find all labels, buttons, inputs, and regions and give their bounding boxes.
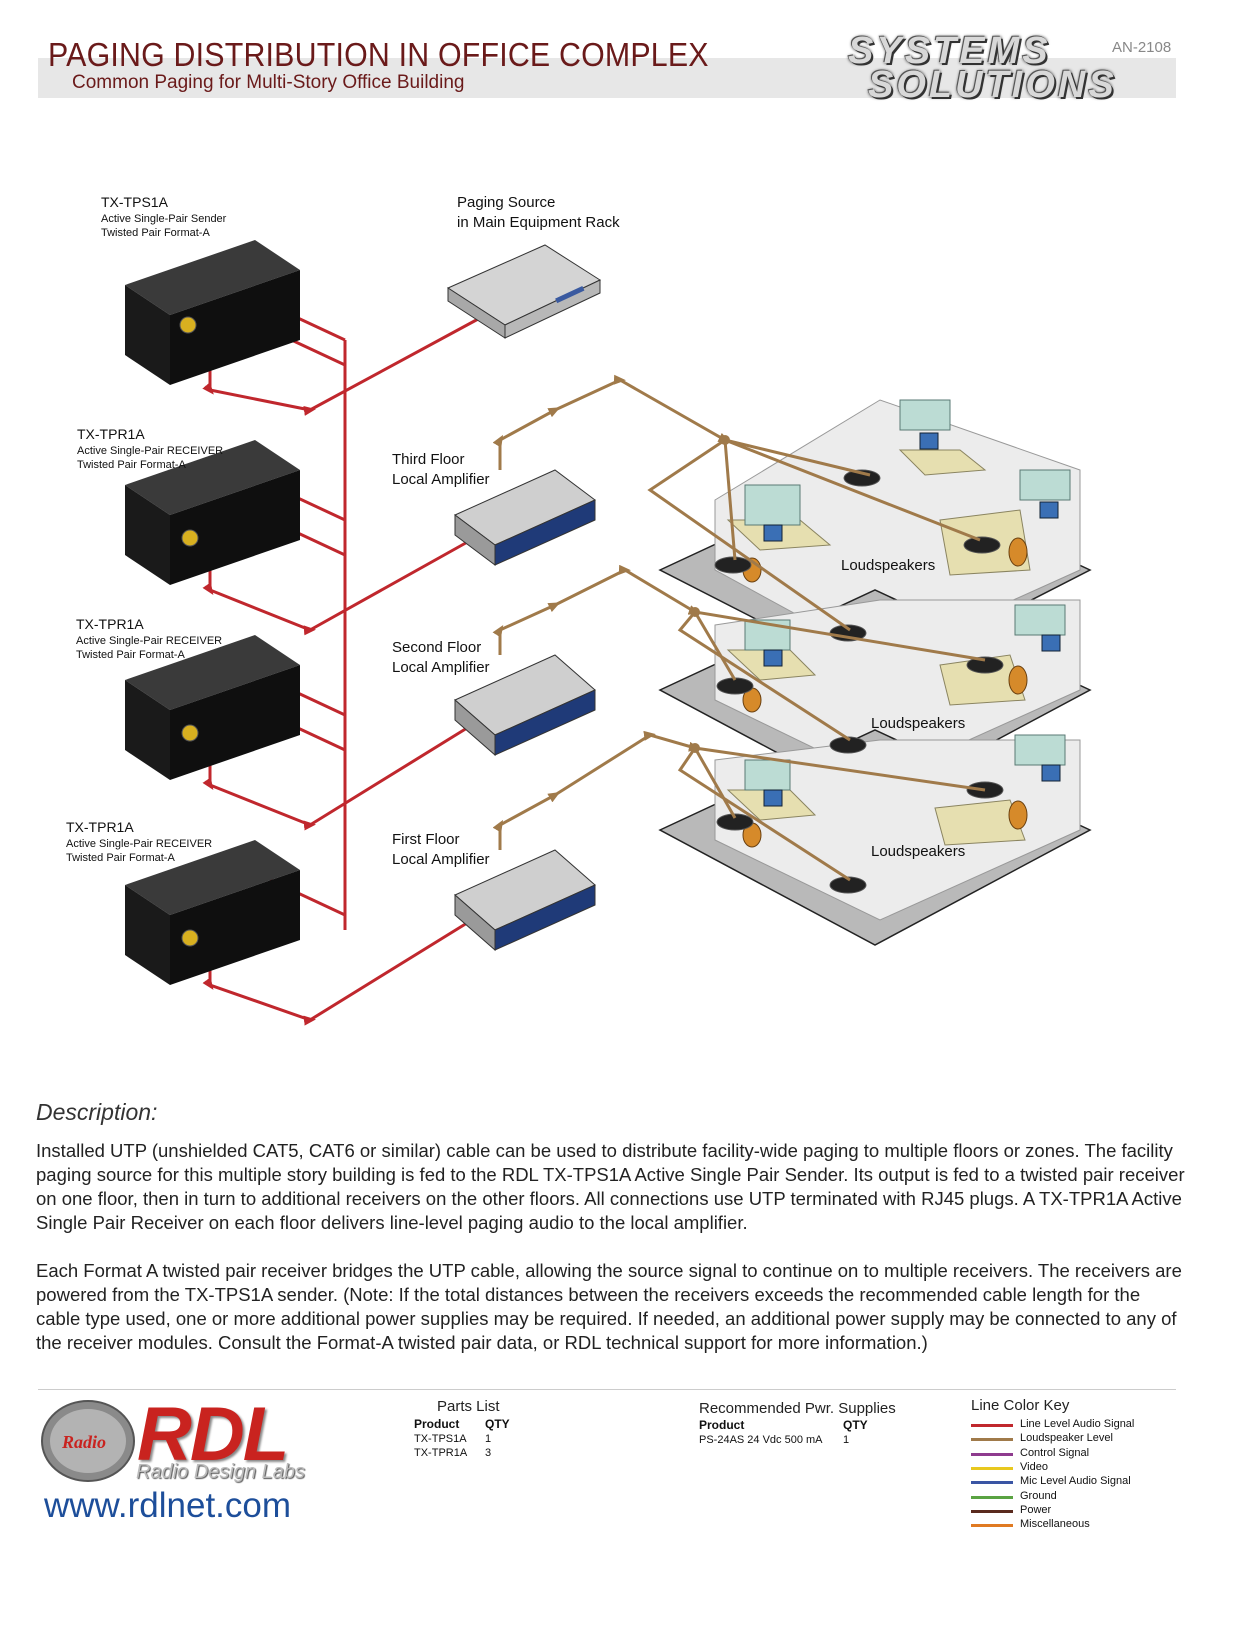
speaker-junctions bbox=[690, 435, 730, 753]
parts-row-qty: 1 bbox=[485, 1433, 492, 1445]
line-key-swatch bbox=[971, 1424, 1013, 1427]
receiver-name: TX-TPR1A bbox=[77, 426, 145, 442]
line-key-label: Control Signal bbox=[1020, 1446, 1090, 1459]
line-key-item: Line Level Audio Signal bbox=[971, 1418, 1171, 1432]
description-paragraph-2: Each Format A twisted pair receiver brid… bbox=[36, 1260, 1182, 1353]
line-key-label: Ground bbox=[1020, 1489, 1057, 1502]
receiver-line1: Active Single-Pair RECEIVER bbox=[66, 838, 213, 850]
line-key-label: Line Level Audio Signal bbox=[1020, 1418, 1135, 1430]
line-key-label: Video bbox=[1020, 1460, 1048, 1473]
power-col-product: Product bbox=[699, 1418, 745, 1432]
loudspeakers bbox=[714, 469, 1004, 894]
amp-label-first: First Floor Local Amplifier bbox=[392, 830, 490, 870]
page-subtitle: Common Paging for Multi-Story Office Bui… bbox=[72, 72, 465, 93]
power-supplies-title: Recommended Pwr. Supplies bbox=[699, 1400, 896, 1417]
amp-line1: Second Floor bbox=[392, 639, 482, 656]
monitors bbox=[763, 432, 1061, 807]
parts-row-product: TX-TPR1A bbox=[414, 1447, 468, 1459]
line-key-item: Loudspeaker Level bbox=[971, 1432, 1171, 1446]
line-key-swatch bbox=[971, 1452, 1013, 1456]
line-key-item: Video bbox=[971, 1461, 1171, 1475]
rdl-badge-text: Radio bbox=[61, 1432, 106, 1452]
power-col-qty: QTY bbox=[843, 1418, 868, 1432]
systems-solutions-logo: SYSTEMS SOLUTIONS bbox=[848, 30, 1117, 106]
loudspeakers-label-first: Loudspeakers bbox=[871, 843, 966, 860]
line-key-swatch bbox=[971, 1495, 1013, 1499]
rdl-badge-logo: Radio bbox=[41, 1400, 135, 1482]
line-key-label: Miscellaneous bbox=[1020, 1518, 1090, 1531]
amp-line2: Local Amplifier bbox=[392, 471, 490, 488]
amplifier-second-floor bbox=[454, 654, 596, 757]
receiver-module-1 bbox=[125, 440, 300, 585]
paging-source-unit bbox=[446, 244, 602, 339]
line-key-label: Mic Level Audio Signal bbox=[1020, 1475, 1131, 1488]
amp-line1: First Floor bbox=[392, 831, 460, 848]
line-key-item: Mic Level Audio Signal bbox=[971, 1475, 1171, 1489]
loudspeakers-label-third: Loudspeakers bbox=[841, 557, 936, 574]
receiver-module-3 bbox=[125, 840, 300, 985]
line-key-label: Loudspeaker Level bbox=[1020, 1432, 1113, 1445]
line-key-item: Control Signal bbox=[971, 1447, 1171, 1461]
source-line2: in Main Equipment Rack bbox=[457, 214, 620, 231]
amp-line2: Local Amplifier bbox=[392, 659, 490, 676]
line-color-key-title: Line Color Key bbox=[971, 1397, 1070, 1414]
line-key-item: Miscellaneous bbox=[971, 1518, 1171, 1532]
amp-line1: Third Floor bbox=[392, 451, 465, 468]
brand-line-1: SYSTEMS bbox=[848, 30, 1051, 72]
receiver-line2: Twisted Pair Format-A bbox=[76, 649, 185, 661]
line-key-swatch bbox=[971, 1438, 1013, 1442]
header-band bbox=[38, 58, 1176, 98]
speaker-wiring bbox=[492, 374, 986, 882]
brand-line-2: SOLUTIONS bbox=[868, 64, 1117, 106]
receiver-label-2: TX-TPR1A Active Single-Pair RECEIVER Twi… bbox=[76, 614, 222, 662]
parts-row-qty: 3 bbox=[485, 1447, 492, 1459]
receiver-module-2 bbox=[125, 635, 300, 780]
receiver-line1: Active Single-Pair RECEIVER bbox=[77, 445, 224, 457]
sender-label: TX-TPS1A Active Single-Pair Sender Twist… bbox=[101, 192, 226, 240]
sender-line2: Twisted Pair Format-A bbox=[101, 227, 210, 239]
parts-list-title: Parts List bbox=[437, 1398, 500, 1415]
system-diagram bbox=[125, 240, 1092, 1026]
parts-col-product: Product bbox=[414, 1417, 460, 1431]
page-title: PAGING DISTRIBUTION IN OFFICE COMPLEX bbox=[48, 36, 709, 73]
sender-module bbox=[125, 240, 300, 385]
paging-source-label: Paging Source in Main Equipment Rack bbox=[457, 193, 620, 233]
receiver-name: TX-TPR1A bbox=[76, 616, 144, 632]
line-key-item: Power bbox=[971, 1504, 1171, 1518]
doc-number: AN-2108 bbox=[1112, 39, 1172, 56]
rdl-logo-text: RDL bbox=[137, 1392, 289, 1477]
loudspeakers-label-second: Loudspeakers bbox=[871, 715, 966, 732]
parts-col-qty: QTY bbox=[485, 1417, 510, 1431]
receiver-line1: Active Single-Pair RECEIVER bbox=[76, 635, 223, 647]
sender-line1: Active Single-Pair Sender bbox=[101, 213, 227, 225]
line-key-label: Power bbox=[1020, 1503, 1052, 1516]
amp-line2: Local Amplifier bbox=[392, 851, 490, 868]
power-row-qty: 1 bbox=[843, 1434, 850, 1446]
receiver-line2: Twisted Pair Format-A bbox=[77, 459, 186, 471]
amplifier-third-floor bbox=[454, 469, 596, 566]
line-key-swatch bbox=[971, 1481, 1013, 1485]
website-link[interactable]: www.rdlnet.com bbox=[44, 1486, 292, 1525]
receiver-line2: Twisted Pair Format-A bbox=[66, 852, 175, 864]
rdl-logo-subtext: Radio Design Labs bbox=[136, 1461, 305, 1483]
line-key-swatch bbox=[971, 1466, 1013, 1470]
line-key-swatch bbox=[971, 1509, 1013, 1513]
amplifier-first-floor bbox=[454, 849, 596, 952]
footer-divider bbox=[38, 1389, 1176, 1390]
receiver-name: TX-TPR1A bbox=[66, 819, 134, 835]
receiver-label-1: TX-TPR1A Active Single-Pair RECEIVER Twi… bbox=[77, 424, 223, 472]
parts-row-product: TX-TPS1A bbox=[414, 1433, 467, 1445]
amp-label-third: Third Floor Local Amplifier bbox=[392, 450, 490, 490]
description-heading: Description: bbox=[36, 1099, 158, 1125]
line-key-item: Ground bbox=[971, 1490, 1171, 1504]
line-key-swatch bbox=[971, 1524, 1013, 1528]
office-hutches bbox=[744, 399, 1071, 791]
amp-label-second: Second Floor Local Amplifier bbox=[392, 638, 490, 678]
source-line1: Paging Source bbox=[457, 194, 556, 211]
sender-name: TX-TPS1A bbox=[101, 194, 168, 210]
power-row-product: PS-24AS 24 Vdc 500 mA bbox=[699, 1434, 823, 1446]
description-paragraph-1: Installed UTP (unshielded CAT5, CAT6 or … bbox=[36, 1140, 1185, 1233]
receiver-label-3: TX-TPR1A Active Single-Pair RECEIVER Twi… bbox=[66, 817, 212, 865]
chairs bbox=[742, 537, 1028, 848]
